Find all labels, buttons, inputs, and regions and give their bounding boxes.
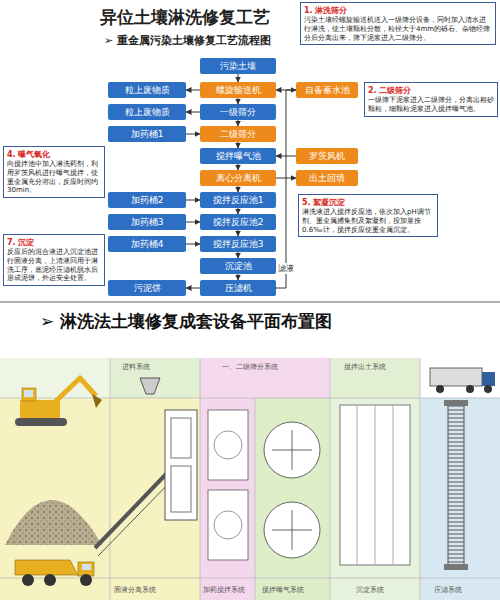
callout-text: 反应后的混合液进入沉淀池进行固液分离，上清液回用于淋洗工序，底泥经压滤机脱水后形… — [7, 248, 101, 283]
process-box: 二级筛分 — [200, 126, 276, 142]
process-box: 离心分离机 — [200, 170, 276, 186]
callout-box: 2. 二级筛分一级筛下泥浆进入二级筛分，分离出粗砂颗粒，细颗粒泥浆进入搅拌曝气池… — [364, 82, 498, 117]
box-text: 污泥饼 — [134, 283, 161, 293]
callout-text: 一级筛下泥浆进入二级筛分，分离出粗砂颗粒，细颗粒泥浆进入搅拌曝气池。 — [368, 96, 494, 114]
box-text: 罗茨风机 — [309, 151, 345, 161]
box-text: 加药桶1 — [131, 129, 164, 139]
box-text: 粒上废物质 — [125, 85, 170, 95]
box-text: 离心分离机 — [216, 173, 261, 183]
box-text: 沉淀池 — [225, 261, 252, 271]
process-box: 加药桶1 — [108, 126, 186, 142]
box-text: 加药桶3 — [131, 217, 164, 227]
area-label: 一、二级筛分系统 — [222, 362, 278, 372]
box-text: 搅拌反应池1 — [213, 195, 264, 205]
box-text: 搅拌反应池2 — [213, 217, 264, 227]
box-text: 一级筛分 — [220, 107, 256, 117]
box-text: 污染土壤 — [220, 61, 256, 71]
process-box: 加药桶4 — [108, 236, 186, 252]
flow-arrow — [186, 112, 200, 113]
process-box: 自备蓄水池 — [296, 82, 358, 98]
area-label: 压滤系统 — [434, 585, 462, 595]
process-box: 沉淀池 — [200, 258, 276, 274]
area-label: 固液分离系统 — [114, 585, 156, 595]
process-box: 螺旋输送机 — [200, 82, 276, 98]
flow-arrow — [186, 134, 200, 135]
box-text: 出土回填 — [309, 173, 345, 183]
area-label: 搅拌曝气系统 — [262, 585, 304, 595]
flow-arrow — [186, 244, 200, 245]
box-text: 二级筛分 — [220, 129, 256, 139]
flow-arrow — [186, 90, 200, 91]
box-text: 螺旋输送机 — [216, 85, 261, 95]
process-box: 一级筛分 — [200, 104, 276, 120]
process-box: 污泥饼 — [108, 280, 186, 296]
flow-arrow — [186, 222, 200, 223]
area-label: 沉淀系统 — [356, 585, 384, 595]
area-label: 加药搅拌系统 — [203, 585, 245, 595]
process-box: 搅拌反应池1 — [200, 192, 276, 208]
flow-arrow — [186, 288, 200, 289]
process-box: 污染土壤 — [200, 58, 276, 74]
process-box: 压滤机 — [200, 280, 276, 296]
callout-heading: 4. 曝气氧化 — [7, 149, 101, 160]
box-text: 加药桶2 — [131, 195, 164, 205]
callout-text: 向搅拌池中加入淋洗药剂，利用罗茨风机进行曝气搅拌，使重金属充分溶出，反应时间约3… — [7, 160, 101, 195]
process-box: 搅拌反应池2 — [200, 214, 276, 230]
callout-box: 4. 曝气氧化向搅拌池中加入淋洗药剂，利用罗茨风机进行曝气搅拌，使重金属充分溶出… — [3, 146, 105, 198]
process-box: 搅拌曝气池 — [200, 148, 276, 164]
process-box: 加药桶2 — [108, 192, 186, 208]
callout-heading: 2. 二级筛分 — [368, 85, 494, 96]
box-text: 粒上废物质 — [125, 107, 170, 117]
area-label: 搅拌出土系统 — [344, 362, 386, 372]
diagram-title: 异位土壤淋洗修复工艺 — [100, 6, 270, 29]
subtitle: ➢ 重金属污染土壤修复工艺流程图 — [104, 33, 271, 48]
process-box: 粒上废物质 — [108, 104, 186, 120]
process-box: 粒上废物质 — [108, 82, 186, 98]
process-box: 加药桶3 — [108, 214, 186, 230]
flow-arrow — [186, 200, 200, 201]
section-heading: ➢ 淋洗法土壤修复成套设备平面布置图 — [40, 310, 332, 333]
callout-heading: 5. 絮凝沉淀 — [302, 197, 434, 208]
callout-box: 1. 淋洗筛分污染土壤经螺旋输送机送入一级筛分设备，同时加入清水进行淋洗，使土壤… — [300, 2, 496, 45]
box-text: 自备蓄水池 — [305, 85, 350, 95]
box-text: 搅拌曝气池 — [216, 151, 261, 161]
callout-box: 5. 絮凝沉淀淋洗液进入搅拌反应池，依次加入pH调节剂、重金属捕集剂及絮凝剂，投… — [298, 194, 438, 237]
process-box: 罗茨风机 — [296, 148, 358, 164]
flow-arrow — [276, 90, 296, 288]
process-box: 出土回填 — [296, 170, 358, 186]
process-box: 搅拌反应池3 — [200, 236, 276, 252]
box-text: 压滤机 — [225, 283, 252, 293]
box-text: 加药桶4 — [131, 239, 164, 249]
callout-heading: 1. 淋洗筛分 — [304, 5, 492, 16]
edge-label: 滤液 — [277, 263, 295, 274]
callout-heading: 7. 沉淀 — [7, 237, 101, 248]
area-label: 进料系统 — [122, 362, 150, 372]
box-text: 搅拌反应池3 — [213, 239, 264, 249]
callout-text: 污染土壤经螺旋输送机送入一级筛分设备，同时加入清水进行淋洗，使土壤颗粒分散，粒径… — [304, 16, 492, 42]
callout-box: 7. 沉淀反应后的混合液进入沉淀池进行固液分离，上清液回用于淋洗工序，底泥经压滤… — [3, 234, 105, 286]
callout-text: 淋洗液进入搅拌反应池，依次加入pH调节剂、重金属捕集剂及絮凝剂，投加量按0.6‰… — [302, 208, 434, 234]
flow-arrow — [238, 74, 239, 82]
